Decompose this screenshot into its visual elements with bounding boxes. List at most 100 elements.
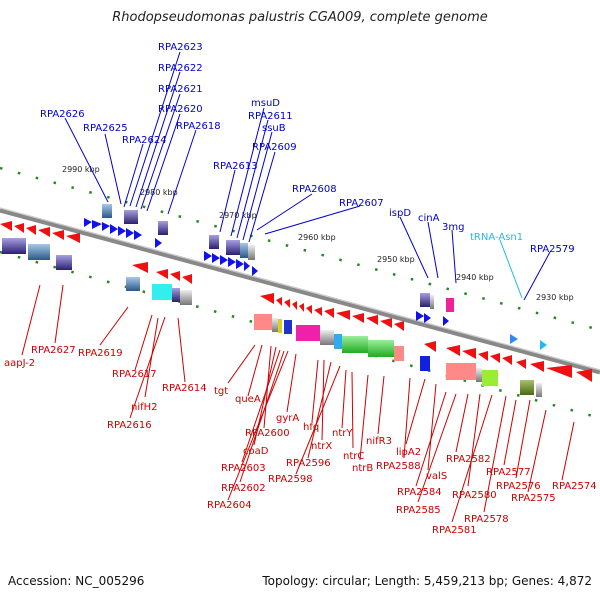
gene-label: RPA2611 (248, 111, 293, 122)
gene-arrow (228, 257, 236, 267)
gene-label: RPA2603 (221, 463, 266, 474)
gene-label: gyrA (276, 413, 299, 424)
gene-arrow (52, 230, 64, 240)
kbp-tick-label: 2970 kbp (219, 211, 257, 220)
gene-label: RPA2582 (446, 454, 491, 465)
gene-arrow (156, 269, 168, 279)
gene-label: ispD (389, 208, 411, 219)
gene-label: cinA (418, 213, 440, 224)
gene-arrow (212, 253, 220, 263)
gene-label: ntrY (332, 428, 353, 439)
gene-label: nifR3 (366, 436, 392, 447)
gene-label: RPA2626 (40, 109, 85, 120)
gene-arrow (132, 262, 148, 273)
gene-label: RPA2579 (530, 244, 575, 255)
gene-arrow (424, 341, 436, 352)
gene-arrow (276, 297, 282, 306)
top-gene-labels: RPA2623 RPA2622 RPA2621 RPA2620 RPA2626 … (40, 42, 575, 255)
gene-arrow (478, 351, 488, 361)
reverse-strand-boxes (2, 238, 542, 397)
gene-arrow (443, 316, 449, 326)
gene-arrow (314, 307, 322, 316)
gene-arrow (244, 261, 250, 271)
gene-arrow (502, 355, 512, 365)
gene-arrow (380, 318, 392, 328)
gene-arrow (102, 222, 110, 231)
gene-arrow (126, 228, 134, 238)
forward-strand-features (84, 218, 547, 350)
rna-label: tRNA-Asn1 (470, 232, 523, 243)
gene-label: hfq (303, 422, 319, 433)
gene-arrow (220, 255, 228, 265)
kbp-tick-label: 2940 kbp (456, 273, 494, 282)
reverse-strand-arrows (0, 221, 592, 382)
top-label-leaders (64, 51, 551, 301)
genome-summary-text: Topology: circular; Length: 5,459,213 bp… (262, 574, 592, 588)
gene-arrow (260, 293, 274, 304)
gene-arrow (576, 369, 592, 382)
gene-label: RPA2584 (397, 487, 442, 498)
gene-label: coaD (243, 446, 269, 457)
gene-arrow (530, 361, 544, 372)
gene-label: ntrC (343, 451, 364, 462)
gene-label: ntrB (352, 463, 373, 474)
gene-label: RPA2609 (252, 142, 297, 153)
kbp-tick-labels: 2990 kbp 2980 kbp 2970 kbp 2960 kbp 2950… (62, 165, 574, 302)
gene-label: RPA2604 (207, 500, 252, 511)
gene-label: RPA2621 (158, 84, 203, 95)
gene-label: msuD (251, 98, 280, 109)
gene-label: lipA2 (396, 447, 421, 458)
gene-label: nifH2 (131, 402, 158, 413)
gene-label: RPA2616 (107, 420, 152, 431)
gene-label: RPA2618 (176, 121, 221, 132)
gene-arrow (299, 303, 304, 312)
gene-label: RPA2622 (158, 63, 203, 74)
gene-label: RPA2575 (511, 493, 556, 504)
gene-arrow (366, 315, 378, 325)
gene-label: RPA2581 (432, 525, 477, 536)
gene-label: RPA2576 (496, 481, 541, 492)
gene-label: RPA2596 (286, 458, 331, 469)
gene-label: valS (426, 471, 447, 482)
accession-text: Accession: NC_005296 (8, 574, 145, 588)
gene-arrow (14, 223, 24, 233)
gene-arrow (134, 230, 142, 240)
gene-label: RPA2585 (396, 505, 441, 516)
gene-label: tgt (214, 386, 228, 397)
gene-arrow (66, 233, 80, 243)
forward-strand-boxes (102, 204, 454, 312)
gene-arrow (204, 251, 212, 261)
gene-arrow (84, 218, 92, 227)
kbp-tick-label: 2950 kbp (377, 255, 415, 264)
gene-arrow (424, 313, 431, 323)
gene-label: ntrX (311, 441, 332, 452)
gene-arrow (292, 301, 297, 310)
gene-arrow (510, 334, 518, 344)
gene-label: RPA2613 (213, 161, 258, 172)
gene-label: RPA2617 (112, 369, 157, 380)
gene-label: RPA2614 (162, 383, 207, 394)
kbp-tick-label: 2960 kbp (298, 233, 336, 242)
gene-arrow (118, 226, 126, 236)
gene-arrow (252, 266, 258, 276)
gene-label: RPA2607 (339, 198, 384, 209)
gene-arrow (490, 353, 500, 363)
gene-arrow (38, 227, 50, 237)
gene-label: RPA2620 (158, 104, 203, 115)
gene-label: RPA2600 (245, 428, 290, 439)
gene-label: RPA2598 (268, 474, 313, 485)
gene-arrow (546, 365, 572, 378)
gene-arrow (416, 311, 424, 321)
gene-label: ssuB (262, 123, 286, 134)
gene-label: queA (235, 394, 261, 405)
gene-arrow (352, 313, 364, 323)
bottom-gene-labels: aapJ-2 RPA2627 RPA2619 RPA2617 nifH2 RPA… (4, 345, 597, 536)
gene-arrow (284, 299, 290, 308)
gene-label: RPA2627 (31, 345, 76, 356)
gene-label: 3mg (442, 222, 464, 233)
gene-label: RPA2608 (292, 184, 337, 195)
rna-label-leader (499, 239, 523, 299)
gene-arrow (0, 221, 12, 231)
kbp-tick-label: 2990 kbp (62, 165, 100, 174)
